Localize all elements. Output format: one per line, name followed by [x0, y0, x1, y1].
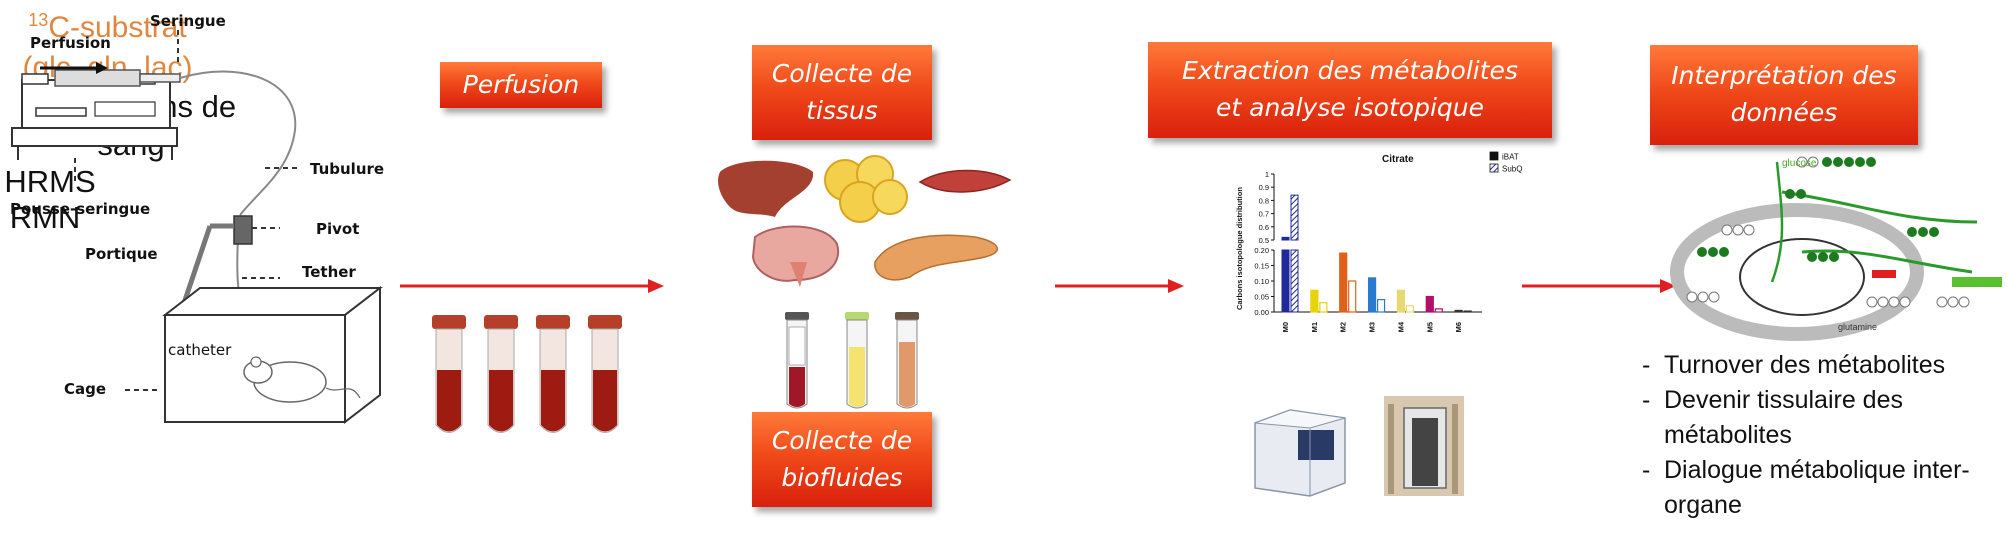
rmn-label: RMN	[9, 200, 81, 235]
chart-legend-swatch	[1489, 151, 1499, 161]
chart-bar-iBAT-M4	[1396, 289, 1406, 313]
chart-bar-SubQ-M3	[1376, 299, 1386, 313]
chart-category-label: M0	[1281, 322, 1290, 332]
label-portique: Portique	[85, 245, 158, 263]
step-perfusion-box: Perfusion	[440, 62, 602, 108]
liver-icon	[718, 160, 814, 217]
interpretation-bullets: Turnover des métabolites Devenir tissula…	[1642, 348, 2002, 523]
hrms-instrument-drawing	[1254, 409, 1346, 497]
biofluid-tube-bile	[895, 312, 919, 409]
chart-bar-upper-iBAT-M0	[1281, 236, 1290, 241]
step-collecte-biofluides-box: Collecte de biofluides	[752, 412, 932, 507]
chart-title: Citrate	[1382, 154, 1414, 165]
label-catheter: catheter	[168, 341, 232, 359]
chart-bar-SubQ-M0	[1290, 249, 1299, 313]
chart-bar-SubQ-M2	[1348, 280, 1357, 313]
substrate-name: C-substrat	[48, 11, 187, 44]
chart-tick-label: 0.20	[1254, 246, 1269, 255]
chart-bar-SubQ-M6	[1463, 310, 1472, 313]
muscle-icon	[918, 169, 1012, 193]
chart-legend-label: SubQ	[1502, 165, 1522, 174]
chart-ylabel: Carbons isotopologue distribution	[1235, 187, 1244, 310]
chart-bar-iBAT-M0	[1281, 249, 1290, 313]
chart-tick-label: 0.6	[1259, 223, 1269, 232]
chart-legend-swatch	[1489, 163, 1499, 173]
chart-bar-SubQ-M4	[1405, 305, 1415, 313]
step-perfusion-title: Perfusion	[462, 70, 580, 99]
chart-category-label: M5	[1425, 322, 1434, 332]
bullet-dialogue: Dialogue métabolique inter-organe	[1642, 453, 2002, 523]
chart-tick-label: 0.8	[1259, 196, 1269, 205]
perfusion-setup-drawing	[11, 30, 383, 425]
substrate-isotope: 13	[28, 10, 49, 30]
biofluid-tube-urine	[845, 312, 869, 409]
blood-tube-1	[432, 315, 466, 433]
label-seringue: Seringue	[150, 12, 226, 30]
biofluid-tube-blood	[785, 312, 809, 409]
chart-category-label: M1	[1310, 322, 1319, 332]
chart-bar-iBAT-M1	[1310, 289, 1319, 313]
chart-category-label: M4	[1396, 321, 1405, 332]
label-tubulure: Tubulure	[310, 160, 385, 178]
chart-bar-upper-SubQ-M0	[1290, 194, 1299, 241]
pathway-glutamine-label: glutamine	[1838, 322, 1877, 332]
chart-category-label: M3	[1368, 322, 1377, 332]
label-pousse-seringue: Pousse-seringue	[10, 200, 151, 218]
step-collecte-tissus-box: Collecte de tissus	[752, 45, 932, 140]
blood-tubes	[432, 315, 622, 433]
chart-tick-label: 0.5	[1259, 236, 1269, 245]
fat-tissue-icon	[824, 155, 908, 223]
chart-bar-iBAT-M6	[1454, 309, 1463, 313]
blood-tube-4	[588, 315, 622, 433]
chart-bar-iBAT-M2	[1339, 252, 1348, 313]
bullet-turnover: Turnover des métabolites	[1642, 348, 2002, 383]
rmn-instrument-drawing	[1384, 396, 1464, 496]
biofluid-tubes	[785, 312, 919, 409]
chart-tick-label: 0.05	[1254, 293, 1269, 302]
chart-tick-label: 0.9	[1259, 183, 1269, 192]
blood-tube-2	[484, 315, 518, 433]
chart-bar-iBAT-M5	[1425, 295, 1434, 313]
chart-category-label: M6	[1454, 322, 1463, 332]
blood-tube-3	[536, 315, 570, 433]
chart-tick-label: 1	[1265, 170, 1269, 179]
chart-tick-label: 0.00	[1254, 308, 1269, 317]
chart-legend-label: iBAT	[1502, 153, 1519, 162]
brain-icon	[751, 225, 840, 282]
bullet-devenir: Devenir tissulaire des métabolites	[1642, 383, 2002, 453]
label-perfusion: Perfusion	[30, 34, 111, 52]
chart-category-label: M2	[1339, 322, 1348, 332]
hrms-label: HRMS	[4, 164, 96, 199]
step-extraction-box: Extraction des métabolites et analyse is…	[1148, 42, 1552, 138]
label-tether: Tether	[302, 263, 356, 281]
chart-tick-label: 0.10	[1254, 277, 1269, 286]
pancreas-icon	[874, 234, 998, 281]
chart-tick-label: 0.7	[1259, 210, 1269, 219]
chart-tick-label: 0.15	[1254, 262, 1269, 271]
label-pivot: Pivot	[316, 220, 360, 238]
chart-bar-iBAT-M3	[1367, 277, 1377, 313]
step-interpretation-box: Interprétation des données	[1650, 45, 1918, 145]
organs-drawing	[718, 155, 1012, 287]
metabolic-pathway-drawing: glucose glutamine	[1670, 156, 2002, 341]
pathway-glucose-label: glucose	[1782, 158, 1817, 169]
chart-bar-SubQ-M1	[1319, 302, 1328, 313]
label-cage: Cage	[64, 380, 107, 398]
chart-bar-SubQ-M5	[1434, 308, 1443, 313]
